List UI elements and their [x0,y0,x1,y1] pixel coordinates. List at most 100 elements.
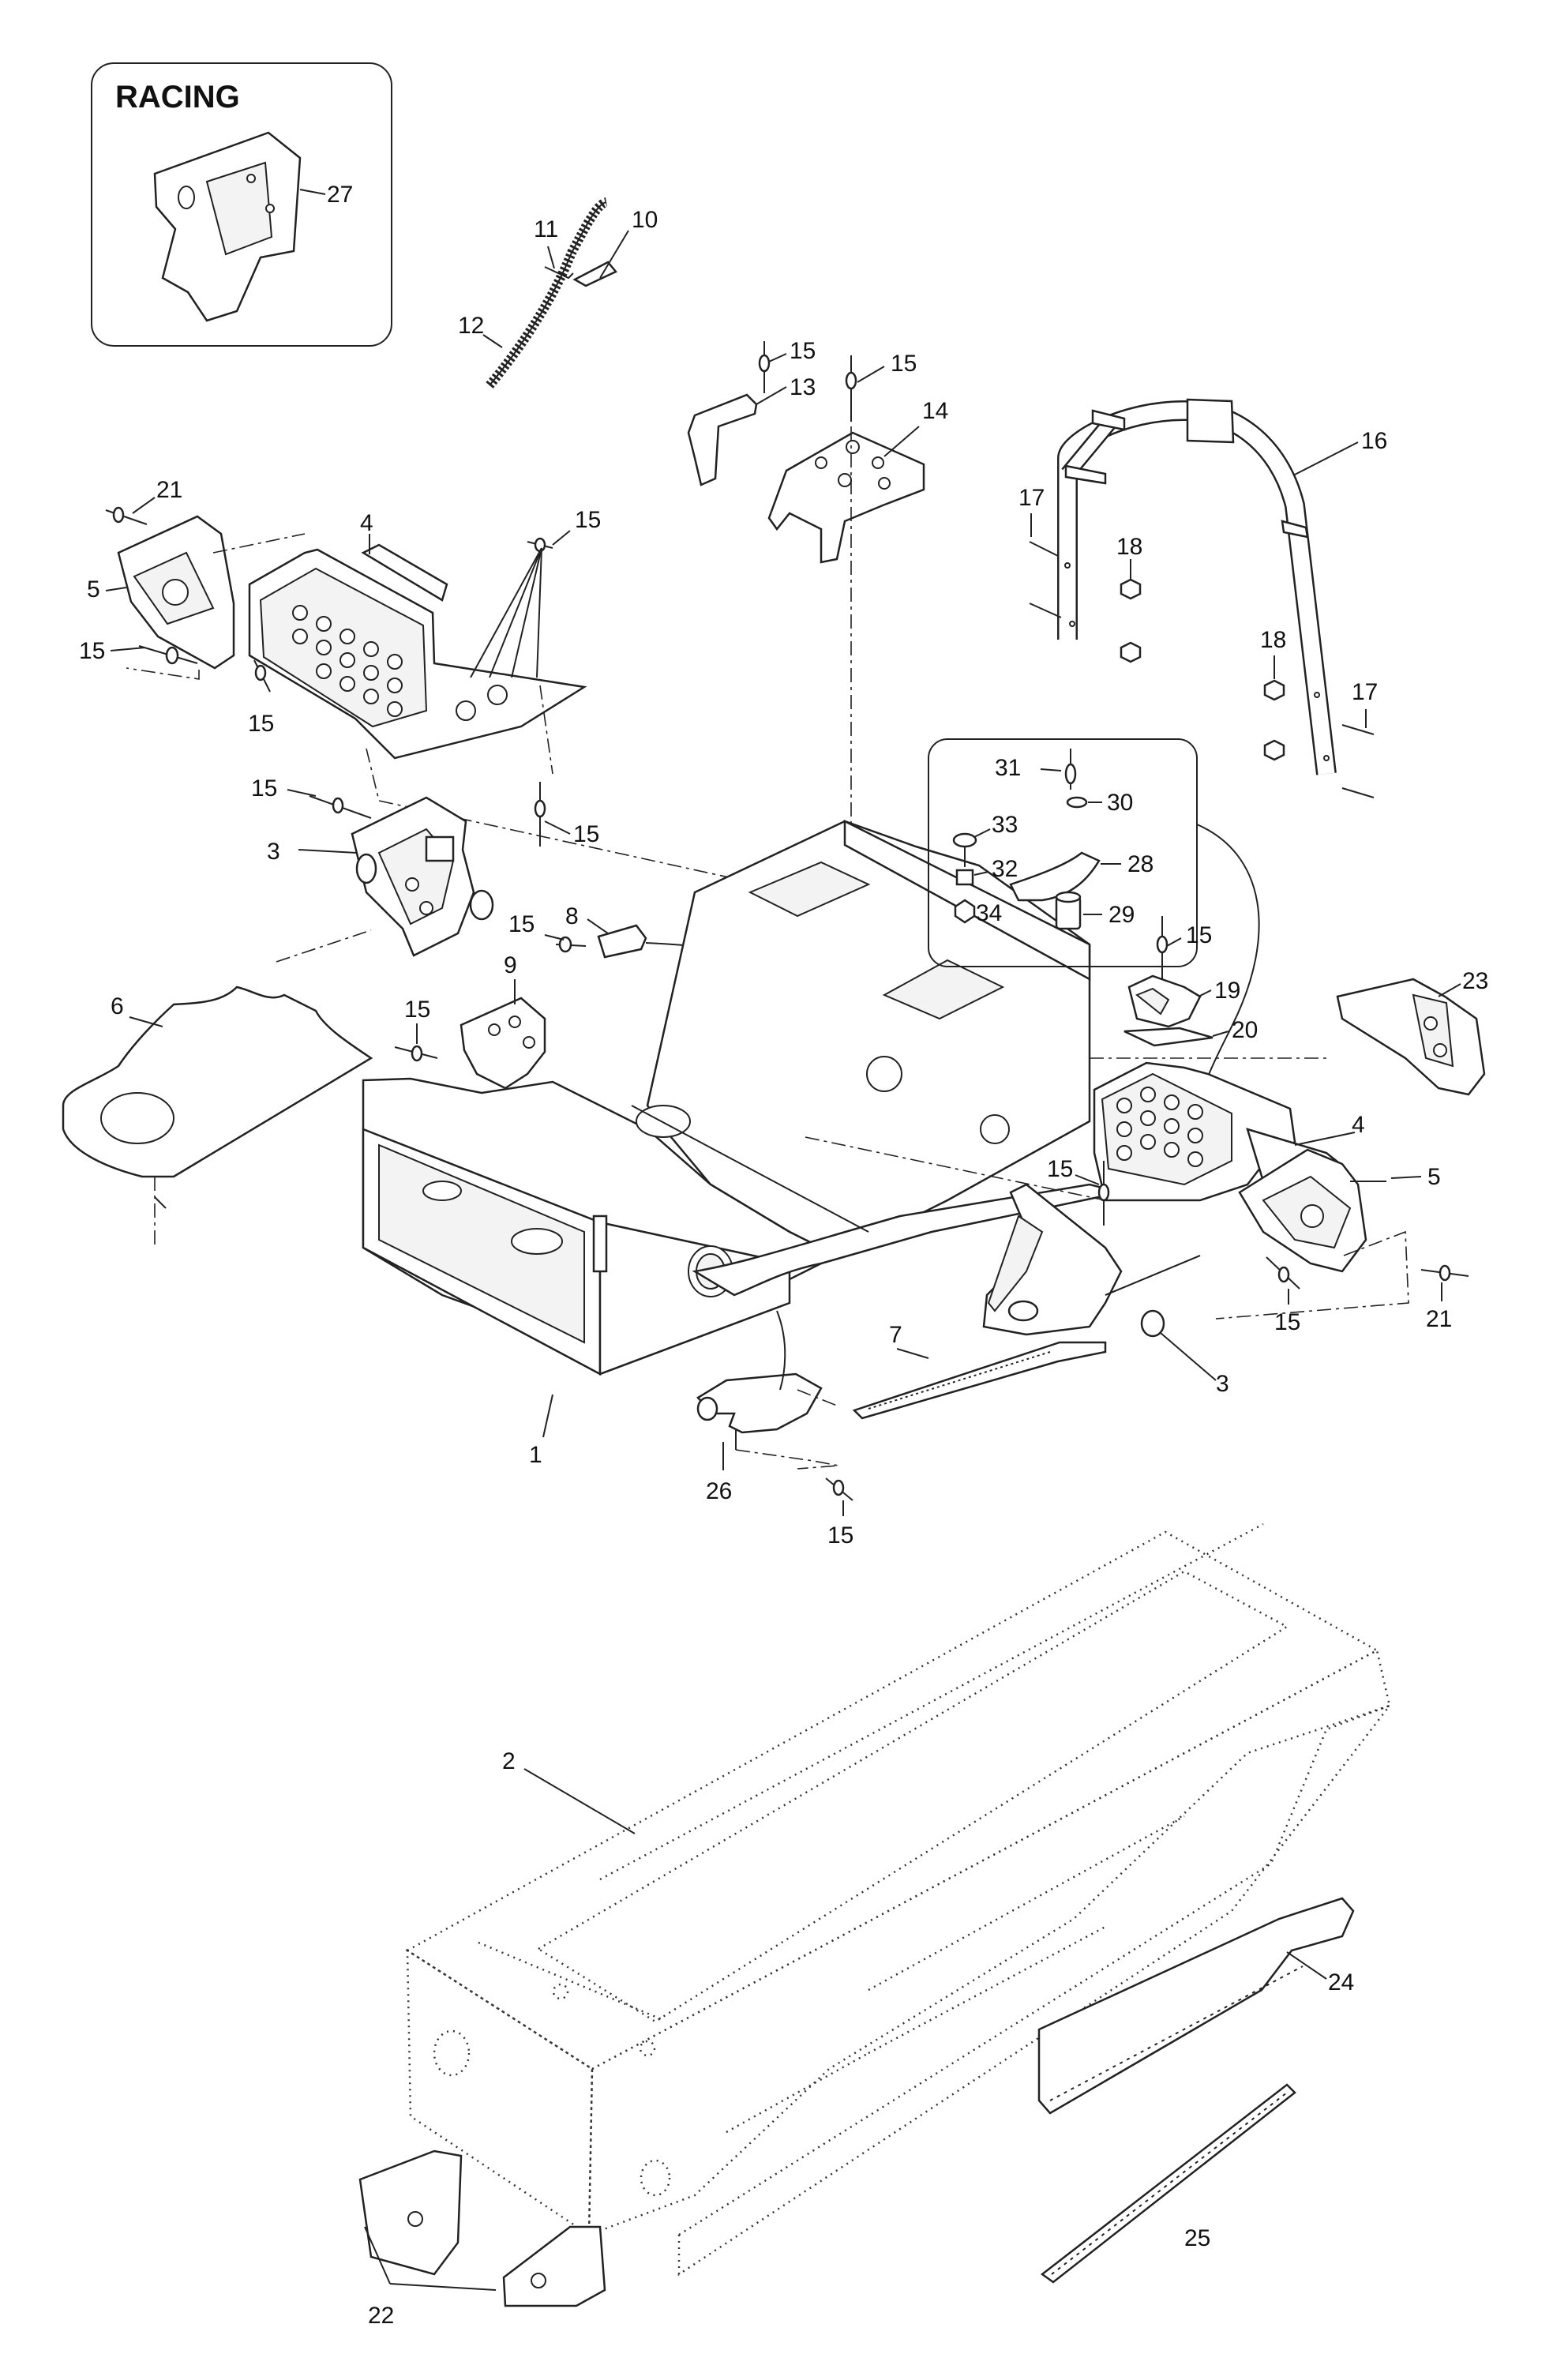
callout-15-c: 15 [79,638,105,664]
callout-29: 29 [1108,902,1135,928]
callout-19: 19 [1214,978,1240,1004]
part-22-gusset-left [358,2149,463,2276]
part-19-bracket [1127,974,1202,1028]
part-32-bushing [955,869,974,886]
part-28-slider [1009,851,1101,902]
part-15-rivet-d [253,659,271,693]
part-23-bracket [1336,978,1486,1096]
callout-15-b: 15 [891,351,917,377]
callout-6: 6 [111,993,124,1019]
callout-13: 13 [790,374,816,400]
detail-inset [928,738,1198,967]
part-10-bracket [572,261,617,287]
part-13-bracket [687,393,758,486]
part-29-spacer [1055,891,1082,930]
part-15-rivet-f [309,795,372,819]
part-17-bolt-b [1341,724,1375,798]
callout-12: 12 [458,313,484,339]
callout-15-k: 15 [1047,1156,1073,1182]
callout-16: 16 [1361,428,1387,454]
callout-11: 11 [534,216,558,242]
part-7-rail [852,1341,1107,1420]
callout-5-a: 5 [87,576,100,603]
callout-8: 8 [565,903,579,929]
part-15-rivet-m [825,1477,853,1501]
part-15-rivet-l [1266,1256,1300,1290]
part-12-cable [486,197,609,389]
part-20-plate [1123,1027,1214,1047]
callout-4-b: 4 [1352,1112,1365,1138]
callout-28: 28 [1127,851,1153,877]
callout-15-h: 15 [508,911,535,937]
callout-15-j: 15 [1186,922,1212,948]
callout-27: 27 [327,182,353,208]
part-18-nut-b [1263,679,1285,761]
part-15-rivet-b [845,355,857,422]
callout-15-f: 15 [251,775,277,802]
callout-30: 30 [1107,790,1133,816]
part-30-washer [1066,796,1088,809]
part-17-bolt-a [1029,541,1062,618]
part-4-footrest-a [248,543,587,760]
part-2-tunnel [405,1522,1393,2277]
callout-15-a: 15 [790,338,816,364]
part-11-clip [544,266,574,280]
callout-17-a: 17 [1018,485,1045,511]
callout-18-a: 18 [1116,534,1142,560]
part-21-rivet-b [1420,1264,1469,1282]
part-16-steering-support [1057,398,1337,775]
part-24-side-rail [1037,1897,1355,2115]
part-9-bracket [460,997,546,1090]
callout-15-m: 15 [827,1522,853,1549]
callout-15-g: 15 [573,821,599,847]
callout-15-e: 15 [575,507,601,533]
callout-24: 24 [1328,1969,1354,1995]
callout-21-a: 21 [156,477,182,503]
callout-23: 23 [1462,968,1488,994]
callout-34: 34 [976,900,1002,926]
callout-10: 10 [632,207,658,233]
callout-32: 32 [992,856,1018,882]
part-22-gusset-right [502,2225,606,2307]
callout-21-b: 21 [1426,1306,1452,1332]
callout-1: 1 [529,1442,542,1468]
callout-3-a: 3 [267,839,280,865]
racing-inset-title: RACING [115,80,240,115]
callout-15-i: 15 [404,997,430,1023]
part-1-front-frame [362,819,1122,1376]
part-15-rivet-h [555,936,587,953]
part-21-rivet-a [105,506,148,525]
part-15-rivet-c [138,645,198,665]
part-34-nut [954,899,976,924]
part-15-rivet-a [758,341,771,393]
callout-2: 2 [502,1748,516,1774]
callout-9: 9 [504,952,517,978]
part-6-skid-plate [62,986,373,1178]
callout-15-d: 15 [248,711,274,737]
part-5-bracket-b [1238,1148,1367,1273]
callout-4-a: 4 [360,510,373,536]
callout-17-b: 17 [1352,679,1378,705]
callout-31: 31 [995,755,1021,781]
part-25-rail [1040,2083,1296,2284]
callout-7: 7 [889,1322,902,1348]
callout-26: 26 [706,1478,732,1504]
part-3-spindle-b [982,1183,1201,1338]
part-5-bracket-a [117,515,235,670]
callout-33: 33 [992,812,1018,838]
callout-14: 14 [922,398,948,424]
callout-5-b: 5 [1427,1164,1441,1190]
part-15-rivet-i [394,1045,438,1062]
part-15-rivet-j [1156,916,1168,979]
callout-20: 20 [1232,1017,1258,1043]
callout-3-b: 3 [1216,1371,1229,1397]
racing-inset: RACING 27 [91,62,392,347]
part-8-bracket [597,924,647,959]
part-27-racing-bracket [153,131,302,322]
callout-22: 22 [368,2303,394,2329]
part-33-screw [952,832,977,867]
part-26-bracket [696,1372,823,1450]
callout-18-b: 18 [1260,627,1286,653]
part-18-nut-a [1120,578,1142,663]
